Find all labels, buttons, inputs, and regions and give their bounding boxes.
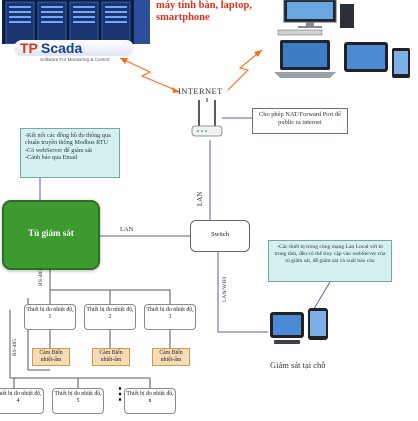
local-label: Giám sát tại chỗ [270, 360, 326, 370]
switch-local-line [217, 252, 268, 333]
rs485-label-b: RS-485 [12, 338, 18, 356]
monitoring-cabinet: Tủ giám sát [2, 200, 100, 270]
rs485-label-a: RS-485 [38, 268, 44, 286]
local-note: -Các thiết bị trong cùng mạng Lan Local … [268, 240, 392, 282]
tablet-icon [344, 42, 410, 78]
internet-link-left [119, 57, 181, 93]
internet-label: INTERNET [178, 86, 223, 96]
switch-label: Switch [210, 231, 230, 238]
cabinet-note: -Kết nối các đồng hồ đo thông qua chuẩn … [20, 128, 120, 178]
device-1: Thiết bị đo nhiệt độ, 1 [24, 304, 76, 330]
arrow-head-logo [120, 58, 128, 64]
wifi-router-icon [191, 98, 223, 137]
device-5: Thiết bị đo nhiệt độ, 5 [52, 388, 104, 414]
sensor-2: Cảm Biến nhiệt-ẩm [92, 348, 130, 366]
lan-wifi-label: LAN/WIFI [222, 276, 228, 302]
logo-tp: TP [20, 40, 38, 56]
logo-tagline: Software For Monitoring & Control [40, 57, 110, 62]
laptop-icon [274, 40, 336, 78]
local-note-link [311, 281, 331, 313]
lan-vertical-label: LAN [196, 191, 204, 206]
device-n: Thiết bị đo nhiệt độ, n [124, 388, 176, 414]
tpscada-logo: TP Scada Software For Monitoring & Contr… [14, 40, 134, 66]
internet-link-right [227, 49, 263, 91]
device-3: Thiết bị đo nhiệt độ, 3 [144, 304, 196, 330]
arrow-head-left [172, 87, 180, 93]
network-switch: Switch [190, 220, 250, 252]
sensor-1: Cảm Biến nhiệt-ẩm [32, 348, 70, 366]
device-2: Thiết bị đo nhiệt độ, 2 [84, 304, 136, 330]
lan-label: LAN [120, 226, 134, 233]
sensor-3: Cảm Biến nhiệt-ẩm [152, 348, 190, 366]
logo-scada: Scada [41, 40, 83, 56]
router-note: Cho phép NAT/Forward Port để public ra i… [252, 108, 348, 134]
client-devices [274, 0, 410, 78]
arrow-head-right [254, 50, 262, 57]
server-rack-icon [2, 0, 150, 44]
cabinet-label: Tủ giám sát [28, 228, 74, 238]
desktop-computer-icon [277, 0, 354, 36]
rs485-row1 [50, 289, 171, 304]
device-4: Thiết bị đo nhiệt độ, 4 [0, 388, 44, 414]
phone-tablet-icon [270, 308, 328, 344]
header-caption: máy tính bàn, laptop, smartphone [156, 0, 252, 23]
